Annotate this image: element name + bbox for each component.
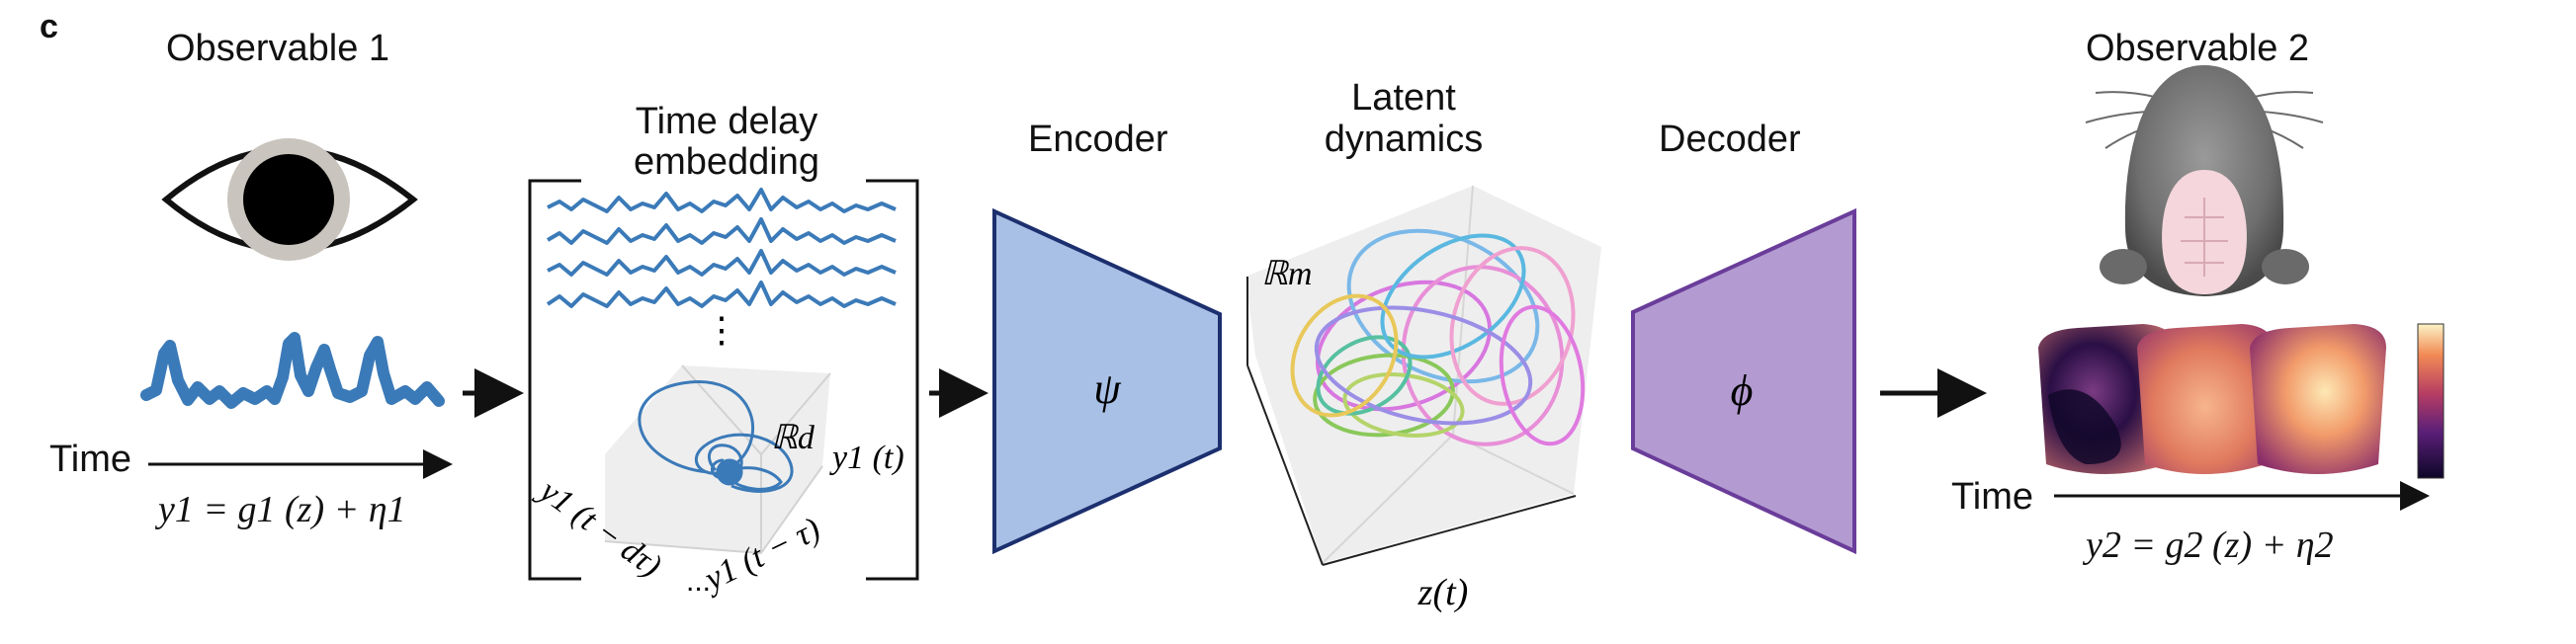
observable1-title: Observable 1 [166,28,390,69]
embedding-axis-dots: ... [686,565,711,598]
embedding-title-line2: embedding [633,141,820,183]
latent-space-label: ℝm [1261,256,1312,292]
decoder-title: Decoder [1659,119,1801,160]
embedding-3d-box [604,364,831,555]
colorbar [2417,323,2445,479]
latent-axis-label: z(t) [1417,572,1469,613]
activity-map-3 [2250,324,2386,474]
panel-label: c [40,8,58,45]
observable2-title: Observable 2 [2086,28,2310,69]
observable1-equation-text: y1 = g1 (z) + η1 [158,489,406,530]
observable2-equation: y2 = g2 (z) + η2 [2086,523,2334,567]
delayed-traces [546,188,897,308]
latent-title-line2: dynamics [1324,119,1484,160]
eye-icon [161,138,418,261]
observable2-time-label: Time [1951,476,2034,518]
encoder-symbol: ψ [1093,364,1121,413]
encoder-shape [992,207,1222,555]
observable1-equation: y1 = g1 (z) + η1 [158,488,406,531]
activity-maps [2038,324,2386,474]
embedding-bracket-right [866,179,919,581]
latent-3d-box [1245,185,1601,566]
embedding-attractor-trace [638,380,794,493]
embedding-title-line1: Time delay [635,101,818,142]
decoder-symbol: ϕ [1731,366,1754,415]
latent-title-line1: Latent [1351,77,1456,119]
embedding-space-label: ℝd [771,420,816,456]
observable1-time-label: Time [49,439,132,480]
observable2-equation-text: y2 = g2 (z) + η2 [2086,524,2334,566]
observable1-signal-trace [140,332,445,409]
embedding-ellipsis: ⋮ [704,309,739,350]
decoder-shape [1631,207,1856,555]
embedding-bracket-left [528,179,581,581]
encoder-title: Encoder [1028,119,1168,160]
embedding-axis-y: y1 (t) [829,440,904,476]
latent-attractor-trace [1290,228,1586,446]
mouse-icon [2085,65,2324,296]
activity-map-2 [2137,324,2274,474]
